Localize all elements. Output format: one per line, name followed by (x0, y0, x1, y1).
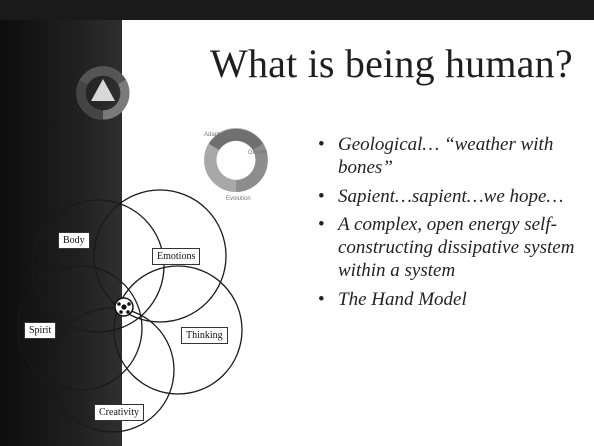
bullet-item: The Hand Model (318, 289, 580, 312)
venn-label-body: Body (58, 232, 90, 249)
venn-circle-thinking (113, 265, 243, 395)
venn-circle-spirit (17, 265, 143, 391)
venn-diagram (17, 189, 243, 433)
venn-label-spirit: Spirit (24, 322, 57, 339)
venn-circle-emotions (93, 189, 227, 323)
top-dark-band (0, 0, 594, 20)
cycle-label-evolution: Evolution (226, 196, 251, 202)
venn-label-creativity: Creativity (94, 404, 144, 421)
bullet-list: Geological… “weather with bones” Sapient… (318, 134, 580, 318)
cycle-diagram-icon: Adaptation Growth Evolution (204, 128, 268, 202)
bullet-item: Geological… “weather with bones” (318, 134, 580, 180)
venn-label-thinking: Thinking (181, 327, 228, 344)
cycle-label-adaptation: Adaptation (204, 132, 233, 138)
venn-circle-body (31, 199, 165, 333)
cycle-label-growth: Growth (248, 150, 267, 156)
venn-label-emotions: Emotions (152, 248, 201, 265)
small-cycle-icon (76, 66, 130, 120)
slide-title: What is being human? (210, 41, 573, 86)
bullet-item: Sapient…sapient…we hope… (318, 186, 580, 209)
soccer-ball-icon (114, 297, 134, 317)
venn-circle-creativity (49, 307, 175, 433)
bullet-item: A complex, open energy self-constructing… (318, 214, 580, 282)
